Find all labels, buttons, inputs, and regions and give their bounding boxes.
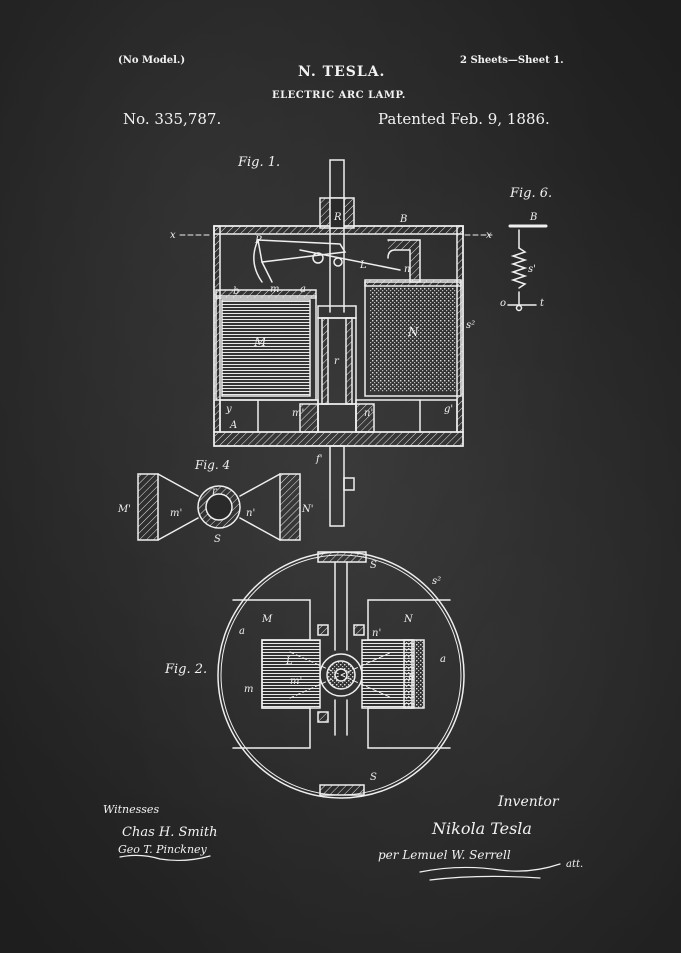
ref-o: o [500, 298, 506, 309]
ref-x-left: x [170, 230, 176, 241]
ref-S-bottom: S [370, 772, 377, 783]
ref-r-fig4: r [212, 486, 218, 497]
fig1-drawing [179, 159, 493, 527]
fig2-drawing [217, 551, 465, 799]
fig4-label: Fig. 4 [195, 458, 231, 472]
ref-R: R [333, 212, 342, 223]
ref-M-fig2: M [261, 614, 273, 625]
ref-a-left: a [239, 626, 245, 637]
ref-N: N [407, 325, 419, 339]
ref-B-fig6: B [529, 212, 537, 223]
ref-m1-fig2: m' [290, 676, 302, 687]
ref-N-fig2: N [403, 614, 414, 625]
ref-n: n [404, 264, 410, 275]
ref-m-fig2: m [244, 684, 253, 695]
ref-g1: g' [444, 404, 453, 415]
witness-signature-1: Chas H. Smith [122, 825, 218, 840]
signature-flourishes [119, 854, 561, 881]
fig6-label: Fig. 6. [510, 186, 553, 201]
ref-a-right: a [440, 654, 446, 665]
ref-a: a [300, 284, 306, 295]
patent-title: ELECTRIC ARC LAMP. [272, 90, 406, 101]
inventor-heading: N. TESLA. [298, 64, 386, 80]
sheet-count: 2 Sheets—Sheet 1. [460, 55, 564, 66]
ref-L-fig2: L [285, 656, 293, 667]
patent-date: Patented Feb. 9, 1886. [378, 110, 550, 128]
ref-M1-fig4: M' [117, 504, 131, 515]
ref-s2-fig2: s² [432, 576, 441, 587]
attorney-signature: per Lemuel W. Serrell [378, 848, 511, 862]
inventor-label: Inventor [498, 794, 559, 810]
ref-M: M [253, 335, 267, 349]
ref-A: A [229, 420, 237, 431]
ref-S-top: S [370, 560, 377, 571]
ref-b: b [233, 286, 239, 297]
fig1-label: Fig. 1. [238, 155, 281, 170]
ref-y: y [225, 404, 232, 415]
ref-s2: s² [466, 320, 475, 331]
witness-signature-2: Geo T. Pinckney [118, 843, 207, 856]
ref-n-fig2: n [408, 672, 414, 683]
ref-N1-fig4: N' [301, 504, 314, 515]
ref-S-fig4: S [214, 534, 221, 545]
no-model-note: (No Model.) [118, 55, 186, 66]
ref-r: r [334, 356, 340, 367]
attorney-suffix: att. [566, 859, 584, 870]
ref-L: L [359, 260, 367, 271]
ref-s1: s' [528, 264, 536, 275]
fig2-label: Fig. 2. [165, 662, 208, 677]
inventor-signature: Nikola Tesla [432, 819, 532, 838]
ref-P: P [254, 235, 262, 246]
witnesses-label: Witnesses [103, 803, 160, 816]
ref-m1-fig4: m' [170, 508, 182, 519]
patent-number: No. 335,787. [123, 110, 222, 128]
ref-n1-fig4: n' [246, 508, 255, 519]
ref-m: m [270, 284, 279, 295]
ref-x-right: x [486, 230, 492, 241]
ref-t: t [540, 298, 545, 309]
ref-m1: m' [292, 408, 304, 419]
fig4-drawing [137, 473, 301, 541]
ref-f1: f' [315, 454, 322, 465]
ref-n1-fig2: n' [372, 628, 381, 639]
ref-n1: n' [364, 408, 373, 419]
fig6-drawing [507, 224, 548, 312]
ref-B: B [399, 214, 407, 225]
